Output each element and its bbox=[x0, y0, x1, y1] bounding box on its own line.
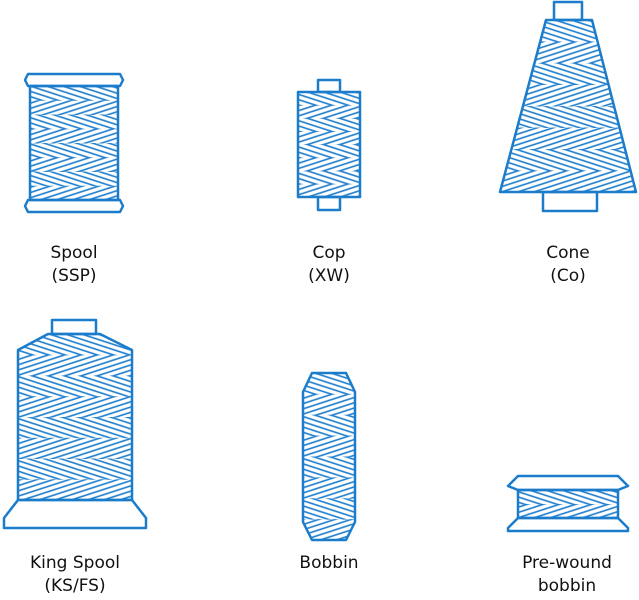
thread-band bbox=[30, 100, 118, 115]
spool-code: (SSP) bbox=[51, 266, 97, 286]
bobbin-name: Bobbin bbox=[299, 553, 359, 573]
spool-bottom-flange bbox=[23, 198, 125, 214]
thread-band bbox=[500, 170, 636, 192]
thread-band bbox=[518, 490, 618, 505]
pre-wound-name: Pre-wound bbox=[522, 553, 612, 573]
bobbin-outline bbox=[301, 371, 357, 542]
king-spool-bottom-flange bbox=[2, 498, 148, 530]
thread-band bbox=[18, 479, 132, 500]
thread-band bbox=[30, 171, 118, 187]
cone-name: Cone bbox=[546, 243, 590, 263]
cone-outline bbox=[498, 18, 638, 194]
spool-top-flange bbox=[23, 72, 125, 88]
thread-band bbox=[303, 393, 355, 416]
thread-band bbox=[298, 170, 360, 185]
cop-thread bbox=[298, 92, 360, 197]
king-spool-code: (KS/FS) bbox=[44, 576, 106, 596]
thread-band bbox=[500, 149, 636, 171]
thread-band bbox=[18, 417, 132, 439]
bobbin-thread bbox=[303, 373, 355, 540]
spool-name: Spool bbox=[50, 243, 98, 263]
thread-band bbox=[30, 128, 118, 144]
thread-band bbox=[500, 84, 636, 107]
thread-band bbox=[303, 519, 355, 540]
thread-band bbox=[303, 414, 355, 437]
pre-wound-thread bbox=[518, 490, 618, 518]
thread-band bbox=[303, 435, 355, 457]
thread-band bbox=[30, 114, 118, 130]
thread-band bbox=[18, 458, 132, 480]
thread-band bbox=[298, 105, 360, 119]
cop-name: Cop bbox=[312, 243, 346, 263]
thread-band bbox=[18, 396, 132, 418]
thread-band bbox=[18, 375, 132, 397]
thread-band bbox=[303, 456, 355, 478]
cop-top-cap bbox=[316, 78, 342, 94]
cone-bottom-cap bbox=[541, 190, 599, 213]
label-spool: Spool (SSP) bbox=[0, 242, 154, 288]
thread-band bbox=[298, 144, 360, 159]
pre-wound-top-flange bbox=[506, 474, 630, 492]
cone-top-cap bbox=[552, 0, 584, 22]
label-bobbin: Bobbin bbox=[249, 552, 409, 575]
thread-band bbox=[500, 127, 636, 150]
label-cop: Cop (XW) bbox=[249, 242, 409, 288]
thread-band bbox=[303, 373, 355, 395]
thread-band bbox=[298, 118, 360, 132]
cop-code: (XW) bbox=[308, 266, 350, 286]
thread-band bbox=[298, 92, 360, 106]
thread-band bbox=[298, 157, 360, 172]
thread-band bbox=[500, 106, 636, 128]
cop-bottom-cap bbox=[316, 195, 342, 212]
thread-band bbox=[298, 131, 360, 145]
label-king-spool: King Spool (KS/FS) bbox=[0, 552, 155, 598]
label-pre-wound-bobbin: Pre-wound bobbin bbox=[487, 552, 639, 598]
thread-band bbox=[303, 498, 355, 520]
pre-wound-code: bobbin bbox=[537, 576, 597, 596]
king-spool-thread bbox=[18, 334, 132, 500]
thread-band bbox=[500, 41, 636, 64]
spool-thread bbox=[30, 86, 118, 200]
cone-code: (Co) bbox=[550, 266, 586, 286]
cop-outline bbox=[296, 90, 362, 199]
thread-band bbox=[303, 477, 355, 499]
thread-band bbox=[18, 437, 132, 459]
thread-band bbox=[298, 183, 360, 197]
king-spool-top-cap bbox=[50, 318, 98, 336]
label-cone: Cone (Co) bbox=[488, 242, 639, 288]
thread-band bbox=[518, 504, 618, 518]
thread-band bbox=[30, 86, 118, 101]
thread-band bbox=[30, 157, 118, 172]
king-spool-name: King Spool bbox=[30, 553, 120, 573]
thread-band bbox=[18, 354, 132, 376]
thread-band bbox=[30, 143, 118, 158]
thread-band bbox=[30, 185, 118, 200]
thread-band bbox=[18, 334, 132, 356]
pre-wound-bottom-flange bbox=[506, 516, 630, 533]
